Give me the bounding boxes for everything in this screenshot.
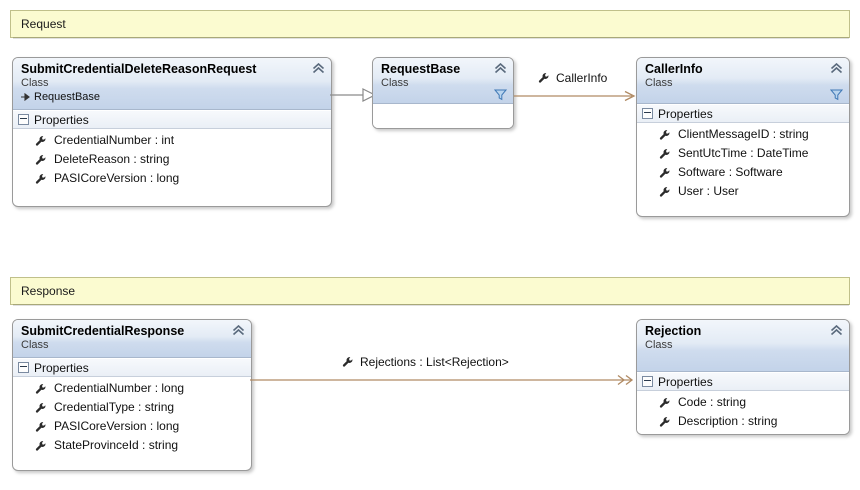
- connector-association-rejections[interactable]: [250, 372, 638, 388]
- property-label: CredentialNumber : int: [54, 133, 175, 147]
- minus-expander-icon[interactable]: [18, 362, 29, 373]
- property-wrench-icon: [659, 167, 670, 178]
- class-title: SubmitCredentialDeleteReasonRequest: [21, 62, 257, 76]
- compartment-label: Properties: [34, 112, 89, 127]
- compartment-body-properties: CredentialNumber : int DeleteReason : st…: [13, 129, 331, 192]
- property-label: CredentialType : string: [54, 400, 175, 414]
- property-wrench-icon: [35, 402, 46, 413]
- property-label: Software : Software: [678, 165, 783, 179]
- chevron-up-icon[interactable]: [232, 325, 245, 336]
- class-header-rejection[interactable]: Rejection Class: [637, 320, 849, 372]
- class-stereotype: Class: [645, 339, 673, 351]
- property-wrench-icon: [35, 421, 46, 432]
- compartment-label: Properties: [658, 374, 713, 389]
- association-wrench-icon: [538, 73, 549, 83]
- property-label: CredentialNumber : long: [54, 381, 185, 395]
- class-stereotype: Class: [21, 339, 49, 351]
- compartment-header-properties[interactable]: Properties: [637, 104, 849, 123]
- property-row[interactable]: SentUtcTime : DateTime: [637, 144, 849, 163]
- class-body-empty: [373, 104, 513, 128]
- class-title: RequestBase: [381, 62, 461, 76]
- class-header-submit-credential-delete-reason-request[interactable]: SubmitCredentialDeleteReasonRequest Clas…: [13, 58, 331, 110]
- property-label: SentUtcTime : DateTime: [678, 146, 809, 160]
- class-box-submit-credential-delete-reason-request[interactable]: SubmitCredentialDeleteReasonRequest Clas…: [12, 57, 332, 207]
- section-banner-request[interactable]: Request: [10, 10, 850, 39]
- class-base-class-row[interactable]: RequestBase: [21, 90, 323, 104]
- property-row[interactable]: CredentialNumber : long: [13, 379, 251, 398]
- class-base-class-label: RequestBase: [34, 91, 101, 103]
- property-label: ClientMessageID : string: [678, 127, 809, 141]
- minus-expander-icon[interactable]: [642, 108, 653, 119]
- property-wrench-icon: [659, 416, 670, 427]
- property-row[interactable]: User : User: [637, 182, 849, 201]
- property-wrench-icon: [35, 154, 46, 165]
- property-wrench-icon: [35, 440, 46, 451]
- property-row[interactable]: Code : string: [637, 393, 849, 412]
- compartment-body-properties: ClientMessageID : string SentUtcTime : D…: [637, 123, 849, 205]
- property-label: PASICoreVersion : long: [54, 171, 180, 185]
- class-box-submit-credential-response[interactable]: SubmitCredentialResponse Class Propertie…: [12, 319, 252, 471]
- connector-label-text: CallerInfo: [556, 71, 608, 85]
- chevron-up-icon[interactable]: [312, 63, 325, 74]
- chevron-up-icon[interactable]: [830, 325, 843, 336]
- minus-expander-icon[interactable]: [642, 376, 653, 387]
- section-banner-response[interactable]: Response: [10, 277, 850, 306]
- connector-label-text: Rejections : List<Rejection>: [360, 355, 509, 369]
- compartment-label: Properties: [658, 106, 713, 121]
- property-wrench-icon: [659, 129, 670, 140]
- class-box-request-base[interactable]: RequestBase Class: [372, 57, 514, 129]
- property-row[interactable]: PASICoreVersion : long: [13, 169, 331, 188]
- property-row[interactable]: Software : Software: [637, 163, 849, 182]
- property-label: Description : string: [678, 414, 778, 428]
- compartment-header-properties[interactable]: Properties: [13, 110, 331, 129]
- class-title: SubmitCredentialResponse: [21, 324, 185, 338]
- connector-label-rejections[interactable]: Rejections : List<Rejection>: [342, 355, 509, 369]
- filter-funnel-icon[interactable]: [494, 88, 507, 101]
- property-wrench-icon: [35, 135, 46, 146]
- minus-expander-icon[interactable]: [18, 114, 29, 125]
- property-row[interactable]: ClientMessageID : string: [637, 125, 849, 144]
- filter-funnel-icon[interactable]: [830, 88, 843, 101]
- property-label: StateProvinceId : string: [54, 438, 179, 452]
- property-wrench-icon: [35, 173, 46, 184]
- compartment-header-properties[interactable]: Properties: [637, 372, 849, 391]
- connector-label-callerinfo[interactable]: CallerInfo: [538, 71, 607, 85]
- property-row[interactable]: PASICoreVersion : long: [13, 417, 251, 436]
- section-banner-response-label: Response: [21, 284, 76, 298]
- chevron-up-icon[interactable]: [830, 63, 843, 74]
- class-stereotype: Class: [645, 77, 673, 89]
- compartment-body-properties: CredentialNumber : long CredentialType :…: [13, 377, 251, 459]
- property-wrench-icon: [659, 397, 670, 408]
- class-header-caller-info[interactable]: CallerInfo Class: [637, 58, 849, 104]
- property-row[interactable]: CredentialType : string: [13, 398, 251, 417]
- property-wrench-icon: [659, 148, 670, 159]
- property-row[interactable]: CredentialNumber : int: [13, 131, 331, 150]
- class-header-request-base[interactable]: RequestBase Class: [373, 58, 513, 104]
- class-title: Rejection: [645, 324, 702, 338]
- property-label: Code : string: [678, 395, 747, 409]
- property-row[interactable]: Description : string: [637, 412, 849, 431]
- property-row[interactable]: DeleteReason : string: [13, 150, 331, 169]
- class-title: CallerInfo: [645, 62, 703, 76]
- class-stereotype: Class: [21, 77, 49, 89]
- property-row[interactable]: StateProvinceId : string: [13, 436, 251, 455]
- chevron-up-icon[interactable]: [494, 63, 507, 74]
- association-wrench-icon: [342, 357, 353, 367]
- class-header-submit-credential-response[interactable]: SubmitCredentialResponse Class: [13, 320, 251, 358]
- compartment-body-properties: Code : string Description : string: [637, 391, 849, 434]
- compartment-label: Properties: [34, 360, 89, 375]
- property-wrench-icon: [35, 383, 46, 394]
- section-banner-request-label: Request: [21, 17, 66, 31]
- class-stereotype: Class: [381, 77, 409, 89]
- property-label: DeleteReason : string: [54, 152, 170, 166]
- class-box-rejection[interactable]: Rejection Class Properties Code : string…: [636, 319, 850, 435]
- class-box-caller-info[interactable]: CallerInfo Class Properties ClientMessag…: [636, 57, 850, 217]
- connector-association-callerinfo[interactable]: [514, 88, 638, 104]
- property-label: User : User: [678, 184, 739, 198]
- compartment-header-properties[interactable]: Properties: [13, 358, 251, 377]
- base-class-arrow-icon: [21, 92, 30, 102]
- property-label: PASICoreVersion : long: [54, 419, 180, 433]
- connector-inheritance-submit-to-requestbase[interactable]: [330, 84, 378, 106]
- property-wrench-icon: [659, 186, 670, 197]
